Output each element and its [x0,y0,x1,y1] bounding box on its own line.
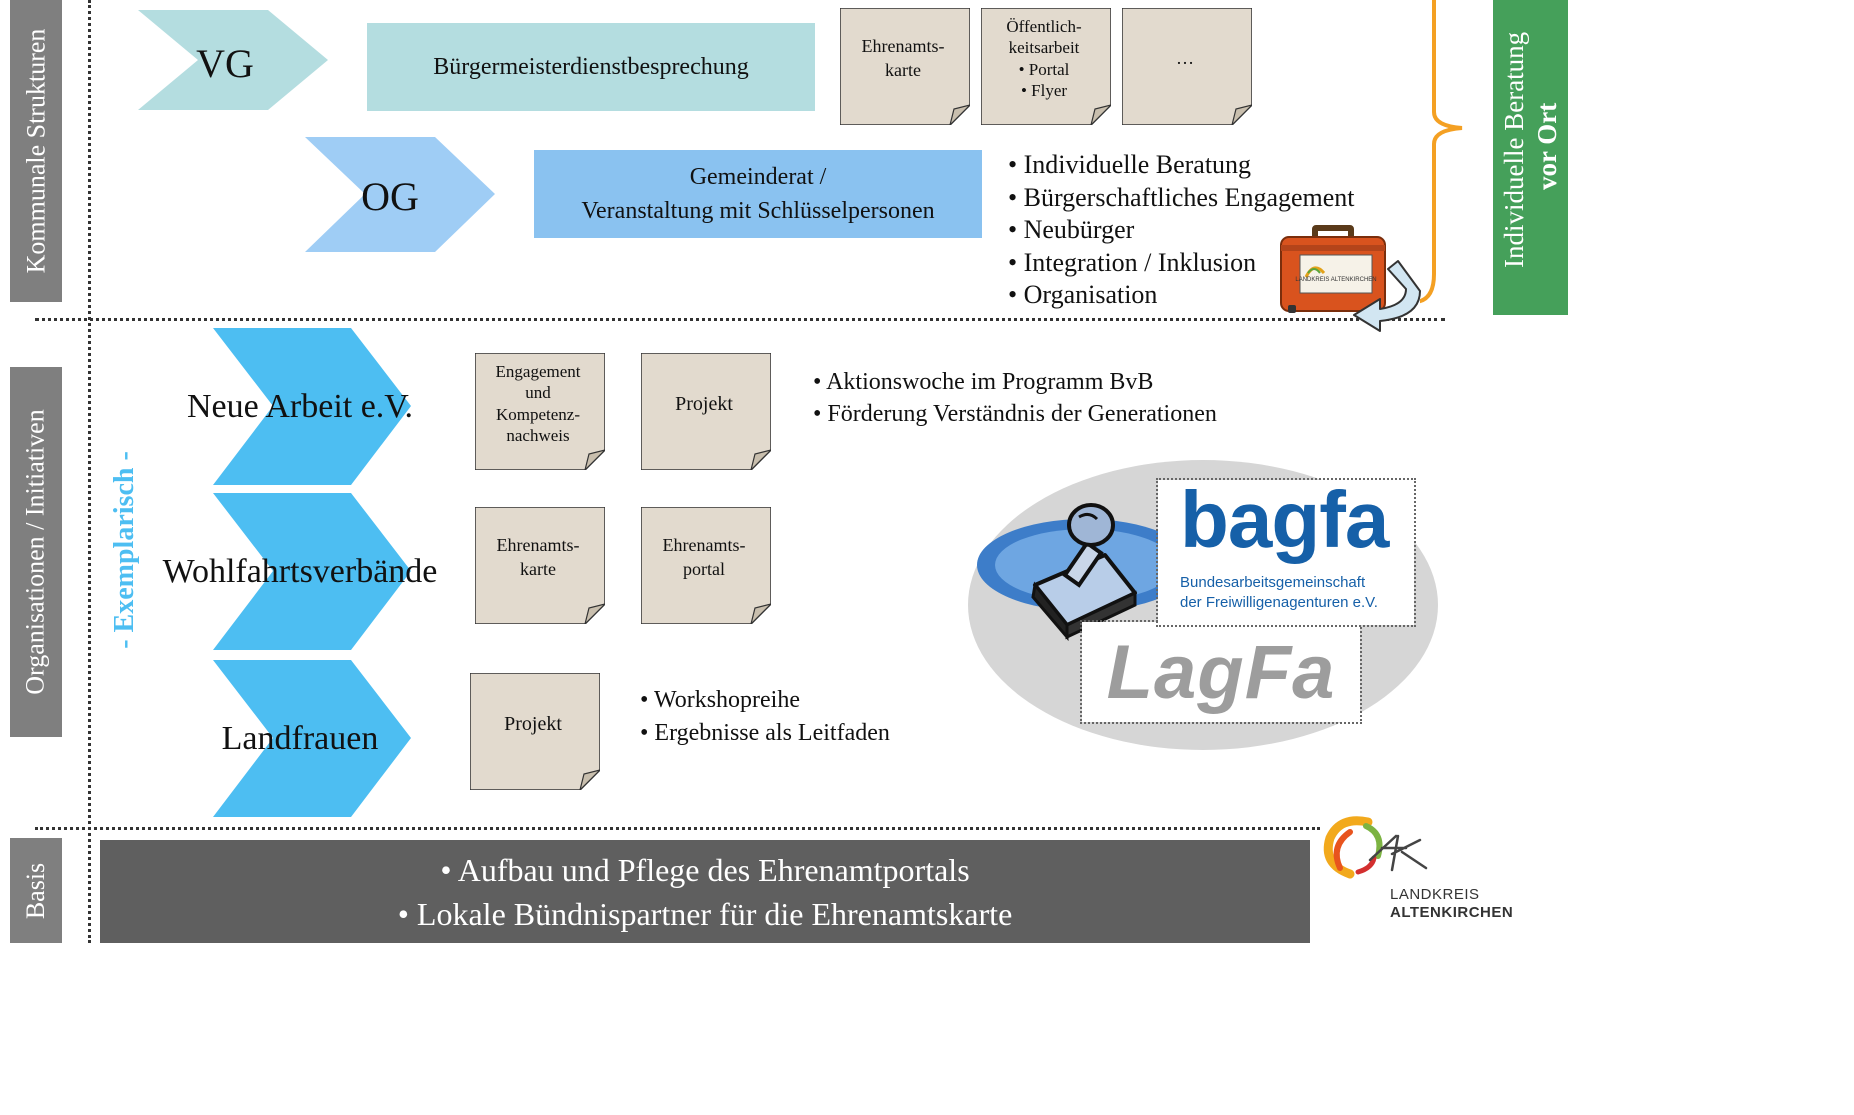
note-projekt-neue-arbeit: Projekt [641,353,771,470]
bagfa-wordmark: bagfa [1180,475,1389,564]
list-item: • Individuelle Beratung [1008,150,1252,179]
box-text-line: Veranstaltung mit Schlüsselpersonen [581,198,935,224]
list-item: • Neubürger [1008,215,1135,244]
box-text: Bürgermeisterdienstbesprechung [433,53,749,80]
note-line: • Flyer [1020,80,1068,100]
logo-line2: ALTENKIRCHEN [1390,904,1514,921]
note-line: • Portal [1018,59,1070,79]
chevron-landfrauen [213,660,411,817]
note-line: portal [683,558,725,579]
section-label-organisationen: Organisationen / Initiativen [10,367,62,737]
note-line: Projekt [675,392,733,415]
note-ellipsis: … [1122,8,1252,125]
note-ehrenamtskarte-vg: Ehrenamts-karte [840,8,970,125]
chevron-vg [138,10,328,110]
landfrauen-bullet-list: • Workshopreihe • Ergebnisse als Leitfad… [640,684,890,750]
right-panel-line1: Individuelle Beratung [1499,32,1529,268]
box-buergermeisterdienstbesprechung: Bürgermeisterdienstbesprechung [367,23,815,111]
chevron-wohlfahrtsverbaende [213,493,411,650]
orange-brace [1420,0,1463,304]
vertical-divider [88,0,91,943]
section-label-text: Kommunale Strukturen [21,28,51,274]
section-label-basis: Basis [10,838,62,943]
stage-label-vg: VG [196,41,254,86]
stage-label-landfrauen: Landfrauen [221,720,379,757]
note-line: karte [885,59,921,80]
stamp-icon [977,503,1193,642]
note-line: … [1176,47,1194,68]
note-line: Ehrenamts- [496,535,580,556]
note-line: nachweis [506,425,570,445]
og-bullet-list: • Individuelle Beratung • Bürgerschaftli… [1008,149,1355,312]
right-panel-individuelle-beratung: Individuelle Beratung vor Ort [1493,0,1568,315]
bagfa-logo: bagfa Bundesarbeitsgemeinschaft der Frei… [1156,475,1416,627]
note-ehrenamtskarte-wohlfahrt: Ehrenamts-karte [475,507,605,624]
list-item: • Förderung Verständnis der Generationen [813,401,1217,427]
right-panel-line2: vor Ort [1532,103,1562,190]
box-gemeinderat: Gemeinderat / Veranstaltung mit Schlüsse… [534,150,982,238]
horizontal-divider-bottom [35,827,1320,830]
suitcase-tag-text: LANDKREIS ALTENKIRCHEN [1295,277,1376,283]
lagfa-logo: LagFa [1080,620,1362,724]
note-oeffentlichkeitsarbeit: Öffentlich-keitsarbeit• Portal• Flyer [981,8,1111,125]
return-arrow-icon [1353,260,1421,332]
list-item: • Organisation [1008,280,1158,309]
note-projekt-landfrauen: Projekt [470,673,600,790]
note-line: Engagement [495,362,581,381]
landkreis-altenkirchen-logo: LANDKREIS ALTENKIRCHEN [1320,812,1525,932]
lagfa-wordmark: LagFa [1106,629,1336,715]
chevron-og [305,137,495,252]
note-line: Projekt [504,712,562,735]
neue-arbeit-bullet-list: • Aktionswoche im Programm BvB • Förderu… [813,366,1217,430]
suitcase-icon: LANDKREIS ALTENKIRCHEN [1280,225,1386,313]
bagfa-subtitle-line2: der Freiwilligenagenturen e.V. [1180,594,1378,611]
list-item: • Integration / Inklusion [1008,247,1257,277]
stage-label-og: OG [361,174,419,219]
basis-bar: • Aufbau und Pflege des Ehrenamtportals … [100,840,1310,943]
note-line: Öffentlich- [1006,17,1082,36]
note-line: Ehrenamts- [861,36,945,57]
list-item: • Workshopreihe [640,687,800,713]
horizontal-divider-top [35,318,1445,321]
basis-item: • Aufbau und Pflege des Ehrenamtportals [440,851,970,888]
exemplarisch-text: - Exemplarisch - [109,451,140,649]
logo-line1: LANDKREIS [1390,886,1480,903]
exemplarisch-label: - Exemplarisch - [109,451,140,649]
note-line: und [525,383,551,403]
list-item: • Aktionswoche im Programm BvB [813,369,1154,395]
list-item: • Bürgerschaftliches Engagement [1008,182,1355,212]
note-line: Ehrenamts- [662,535,746,556]
chevron-neue-arbeit [213,328,411,485]
stage-label-neue-arbeit: Neue Arbeit e.V. [187,388,413,425]
bagfa-subtitle-line1: Bundesarbeitsgemeinschaft [1180,574,1366,591]
note-line: Kompetenz- [495,404,581,424]
note-line: karte [520,558,556,579]
stage-label-wohlfahrtsverbaende: Wohlfahrtsverbände [162,553,438,590]
note-line: keitsarbeit [1008,38,1080,58]
box-text-line: Gemeinderat / [689,164,827,190]
list-item: • Ergebnisse als Leitfaden [640,720,890,746]
note-ehrenamtsportal: Ehrenamts-portal [641,507,771,624]
basis-item: • Lokale Bündnispartner für die Ehrenamt… [397,895,1013,932]
section-label-kommunale-strukturen: Kommunale Strukturen [10,0,62,302]
section-label-text: Basis [21,862,50,919]
section-label-text: Organisationen / Initiativen [21,409,50,695]
